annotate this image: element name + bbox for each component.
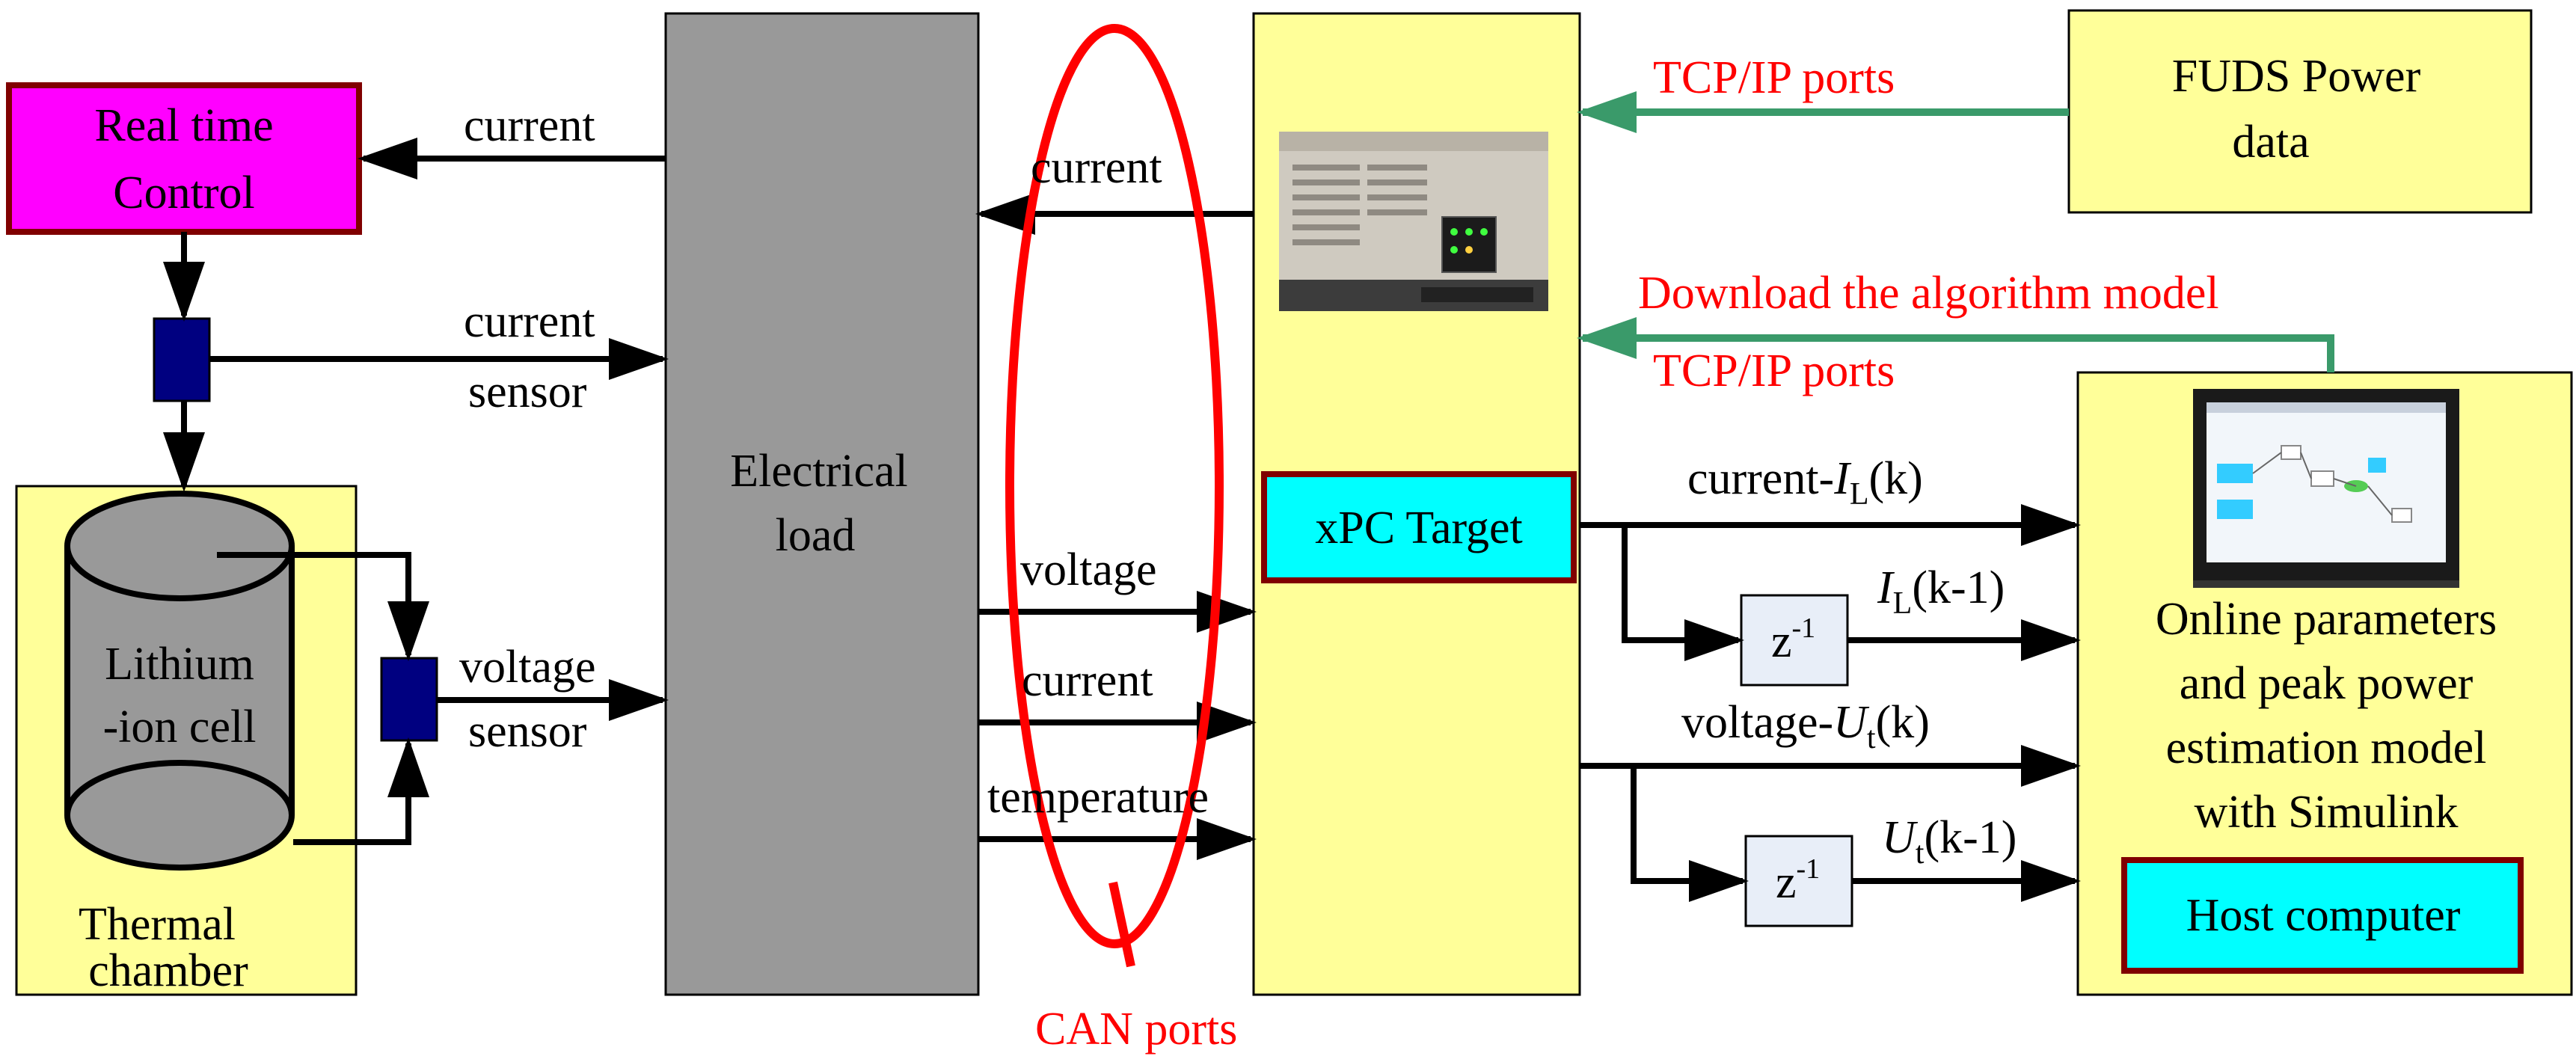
electrical-load-block: Electrical load xyxy=(664,12,980,996)
label-il-prev: IL(k-1) xyxy=(1877,562,2005,621)
svg-text:z-1: z-1 xyxy=(1771,613,1815,667)
load-label-2: load xyxy=(776,510,856,561)
rtc-label-1: Real time xyxy=(94,100,273,151)
host-computer-panel: Online parameters and peak power estimat… xyxy=(2076,371,2573,996)
cell-label-2: -ion cell xyxy=(103,702,257,752)
can-ports-annotation xyxy=(1005,24,1224,968)
svg-text:z-1: z-1 xyxy=(1776,853,1820,908)
label-temperature-can: temperature xyxy=(987,772,1209,823)
label-ut-prev: Ut(k-1) xyxy=(1882,812,2017,871)
real-time-control-block: Real time Control xyxy=(6,82,362,235)
fuds-label-1: FUDS Power xyxy=(2172,51,2421,102)
label-voltage-can: voltage xyxy=(1020,544,1157,595)
lithium-ion-cell: Lithium -ion cell xyxy=(64,491,295,871)
rtc-label-2: Control xyxy=(113,168,254,218)
delay-block-1: z-1 xyxy=(1740,594,1849,687)
laptop-image xyxy=(2193,389,2459,588)
label-voltage-ut: voltage-Ut(k) xyxy=(1681,697,1930,755)
fuds-block: FUDS Power data xyxy=(2067,9,2533,214)
label-download-model: Download the algorithm model xyxy=(1638,268,2219,319)
host-model-label-3: estimation model xyxy=(2166,722,2487,773)
connections xyxy=(163,138,2081,902)
delay-block-2: z-1 xyxy=(1744,835,1853,927)
label-current-from-xpc: current xyxy=(1031,142,1162,193)
label-can-ports: CAN ports xyxy=(1035,1004,1237,1055)
thermal-chamber-label-1: Thermal xyxy=(79,899,236,950)
xpc-target-label: xPC Target xyxy=(1315,503,1523,553)
host-model-label-4: with Simulink xyxy=(2194,787,2458,838)
label-tcp-ip-2: TCP/IP ports xyxy=(1653,346,1895,396)
label-current-can: current xyxy=(1022,655,1153,706)
current-sensor-icon xyxy=(153,317,211,402)
label-current-sensor-1: current xyxy=(464,296,595,347)
label-voltage-sensor-2: sensor xyxy=(468,706,587,757)
host-computer-label: Host computer xyxy=(2186,890,2461,941)
fuds-label-2: data xyxy=(2232,117,2309,168)
host-model-label-2: and peak power xyxy=(2180,658,2474,709)
cell-label-1: Lithium xyxy=(105,639,254,690)
label-current-sensor-2: sensor xyxy=(468,366,587,417)
xpc-target-block: xPC Target xyxy=(1252,12,1581,996)
host-model-label-1: Online parameters xyxy=(2156,594,2497,645)
label-current-to-rtc: current xyxy=(464,100,595,151)
tcp-ip-connections xyxy=(1577,91,2334,372)
label-tcp-ip-1: TCP/IP ports xyxy=(1653,52,1895,103)
load-label-1: Electrical xyxy=(730,446,908,497)
thermal-chamber-label-2: chamber xyxy=(88,945,248,996)
industrial-pc-image xyxy=(1279,132,1548,311)
voltage-sensor-icon xyxy=(380,657,438,742)
label-current-il: current-IL(k) xyxy=(1687,453,1923,512)
label-voltage-sensor-1: voltage xyxy=(459,642,596,693)
